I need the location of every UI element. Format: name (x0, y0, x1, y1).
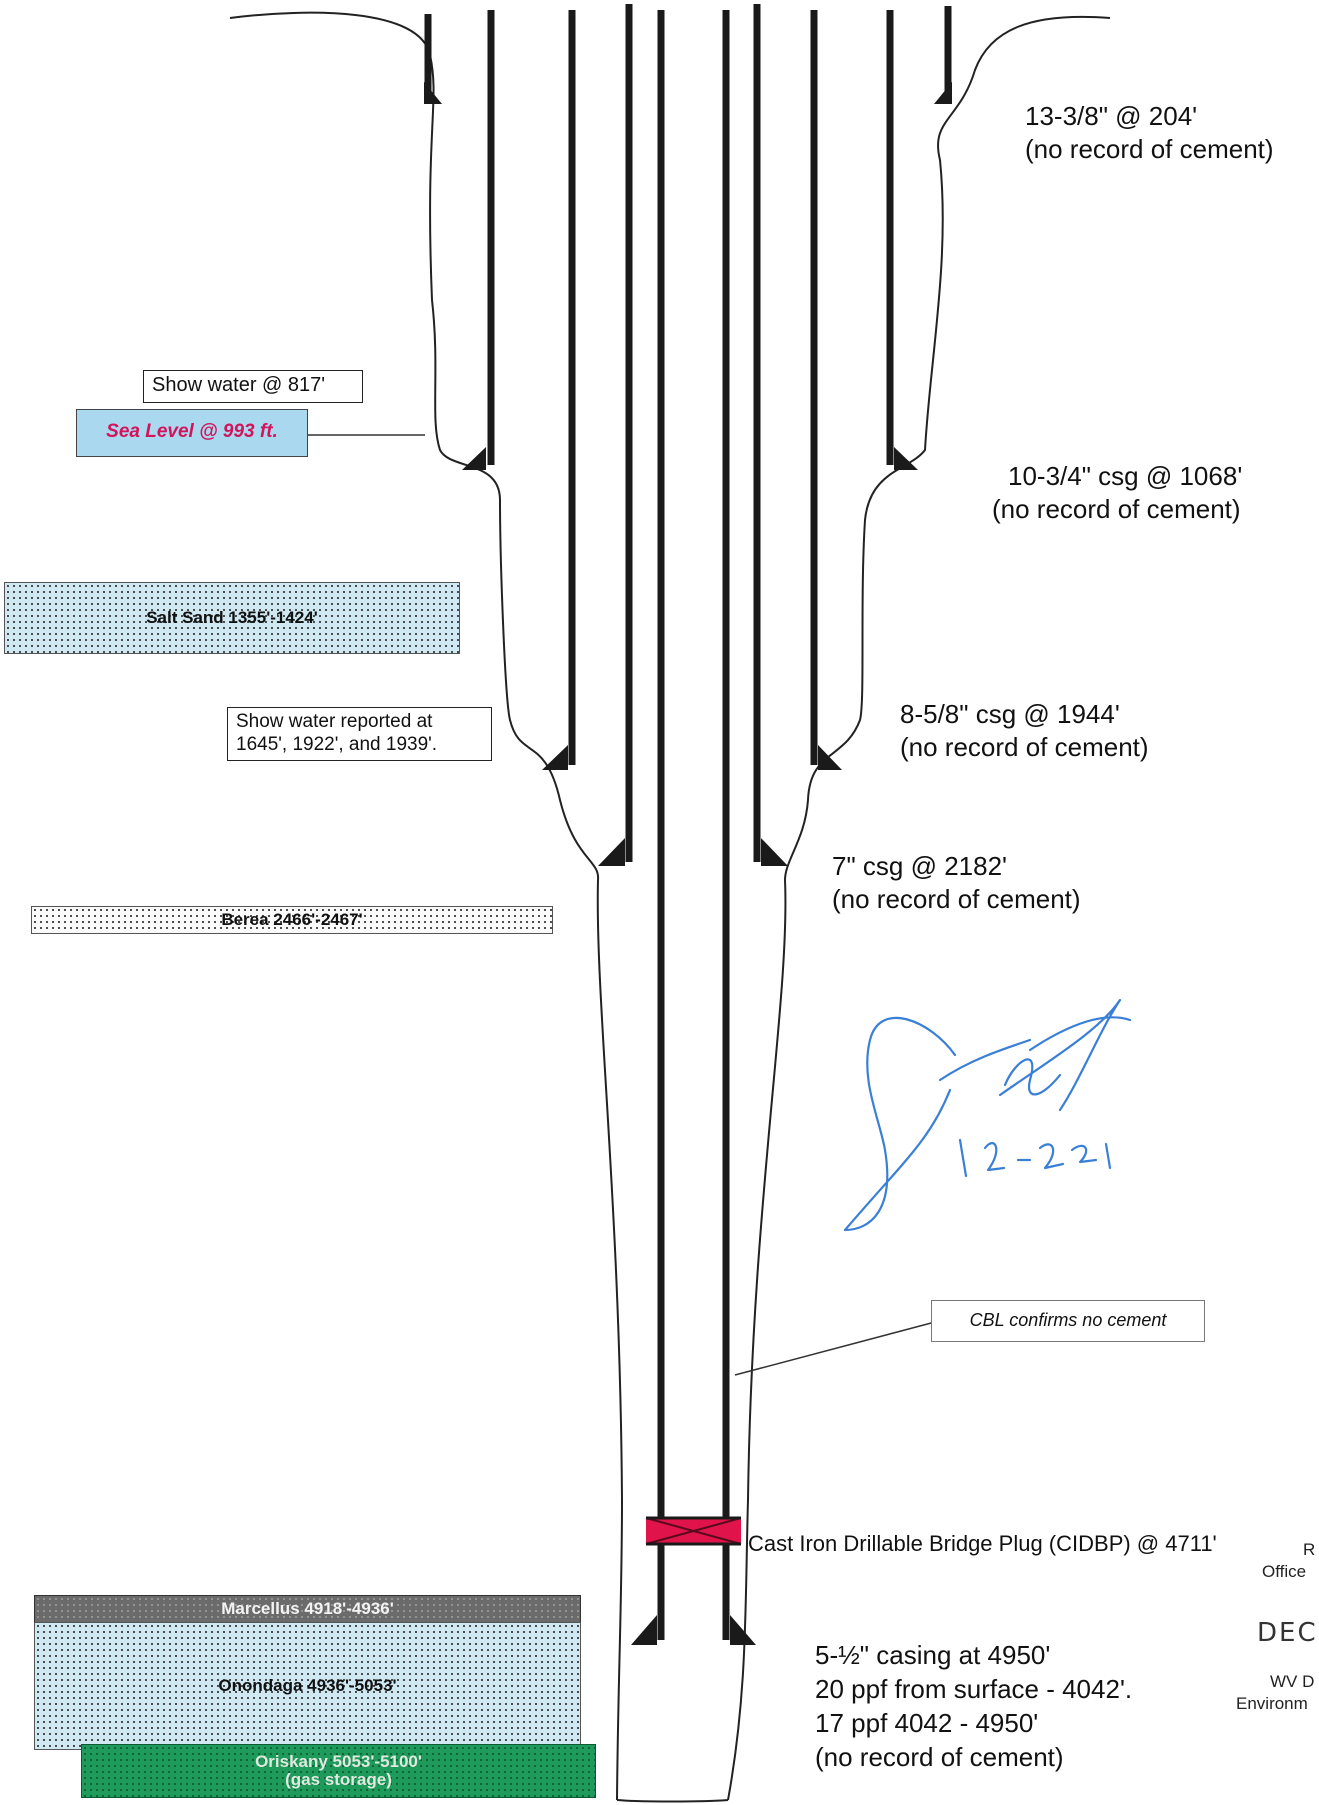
casing-label-7: 7" csg @ 2182' (no record of cement) (832, 850, 1081, 916)
casing-label-5-1-2-weight-lower: 17 ppf 4042 - 4950' (815, 1708, 1039, 1738)
formation-oriskany-label: Oriskany 5053'-5100' (255, 1752, 422, 1771)
show-water-reported-line2: 1645', 1922', and 1939'. (236, 734, 438, 755)
casing-shoe-5-1-2-right (730, 1615, 756, 1645)
show-water-817-note: Show water @ 817' (143, 370, 363, 403)
formation-berea-label: Berea 2466'-2467' (221, 910, 363, 929)
casing-shoe-10-3-4-left (462, 447, 486, 470)
casing-shoe-5-1-2-left (631, 1615, 657, 1645)
casing-label-5-1-2-size: 5-½" casing at 4950' (815, 1640, 1051, 1670)
casing-label-13-3-8-cement: (no record of cement) (1025, 134, 1274, 164)
casing-label-8-5-8: 8-5/8" csg @ 1944' (no record of cement) (900, 698, 1149, 764)
casing-label-13-3-8: 13-3/8" @ 204' (no record of cement) (1025, 100, 1274, 166)
stamp-line-3: DEC (1257, 1618, 1318, 1648)
casing-shoe-7-right (761, 838, 788, 866)
casing-label-5-1-2-weight-upper: 20 ppf from surface - 4042'. (815, 1674, 1133, 1704)
stamp-line-4: WV D (1270, 1672, 1315, 1691)
stamp-line-1: R (1303, 1540, 1316, 1559)
formation-berea: Berea 2466'-2467' (31, 906, 553, 934)
casing-label-13-3-8-size: 13-3/8" @ 204' (1025, 101, 1198, 131)
formation-onondaga: Onondaga 4936'-5053' (34, 1622, 581, 1750)
casing-shoe-10-3-4-right (894, 447, 918, 470)
casing-label-8-5-8-cement: (no record of cement) (900, 732, 1149, 762)
sea-level-note: Sea Level @ 993 ft. (76, 409, 308, 457)
formation-oriskany: Oriskany 5053'-5100' (gas storage) (81, 1744, 596, 1798)
casing-shoe-13-3-8-left (424, 82, 442, 104)
formation-marcellus-label: Marcellus 4918'-4936' (221, 1599, 394, 1618)
formation-oriskany-note: (gas storage) (285, 1770, 392, 1789)
casing-label-5-1-2-cement: (no record of cement) (815, 1742, 1064, 1772)
show-water-reported-line1: Show water reported at (236, 711, 433, 732)
borehole-wall-left (229, 11, 624, 1801)
casing-label-10-3-4-size: 10-3/4" csg @ 1068' (1008, 461, 1243, 491)
formation-salt-sand: Salt Sand 1355'-1424' (4, 582, 460, 654)
formation-salt-sand-label: Salt Sand 1355'-1424' (146, 608, 318, 627)
borehole-wall-right (727, 15, 1111, 1801)
casing-shoe-8-5-8-right (818, 745, 842, 770)
formation-marcellus: Marcellus 4918'-4936' (34, 1595, 581, 1623)
casing-label-10-3-4: 10-3/4" csg @ 1068' (no record of cement… (992, 460, 1242, 526)
cbl-leader (734, 1321, 936, 1376)
stamp-line-2: Office (1262, 1562, 1307, 1581)
casing-label-7-size: 7" csg @ 2182' (832, 851, 1008, 881)
stamp-line-5: Environm (1236, 1694, 1308, 1713)
casing-label-8-5-8-size: 8-5/8" csg @ 1944' (900, 699, 1120, 729)
show-water-reported-note: Show water reported at 1645', 1922', and… (227, 707, 492, 761)
bridge-plug-label: Cast Iron Drillable Bridge Plug (CIDBP) … (748, 1531, 1217, 1556)
casing-label-7-cement: (no record of cement) (832, 884, 1081, 914)
signature (843, 998, 1132, 1232)
casing-shoe-8-5-8-left (542, 745, 568, 770)
casing-shoe-13-3-8-right (934, 82, 952, 104)
formation-onondaga-label: Onondaga 4936'-5053' (218, 1676, 397, 1695)
borehole-bottom (616, 1799, 729, 1803)
casing-label-5-1-2: 5-½" casing at 4950' 20 ppf from surface… (815, 1638, 1132, 1774)
cbl-note: CBL confirms no cement (931, 1300, 1205, 1342)
casing-shoe-7-left (598, 838, 625, 866)
casing-label-10-3-4-cement: (no record of cement) (992, 494, 1241, 524)
bridge-plug-x-2 (645, 1517, 742, 1545)
